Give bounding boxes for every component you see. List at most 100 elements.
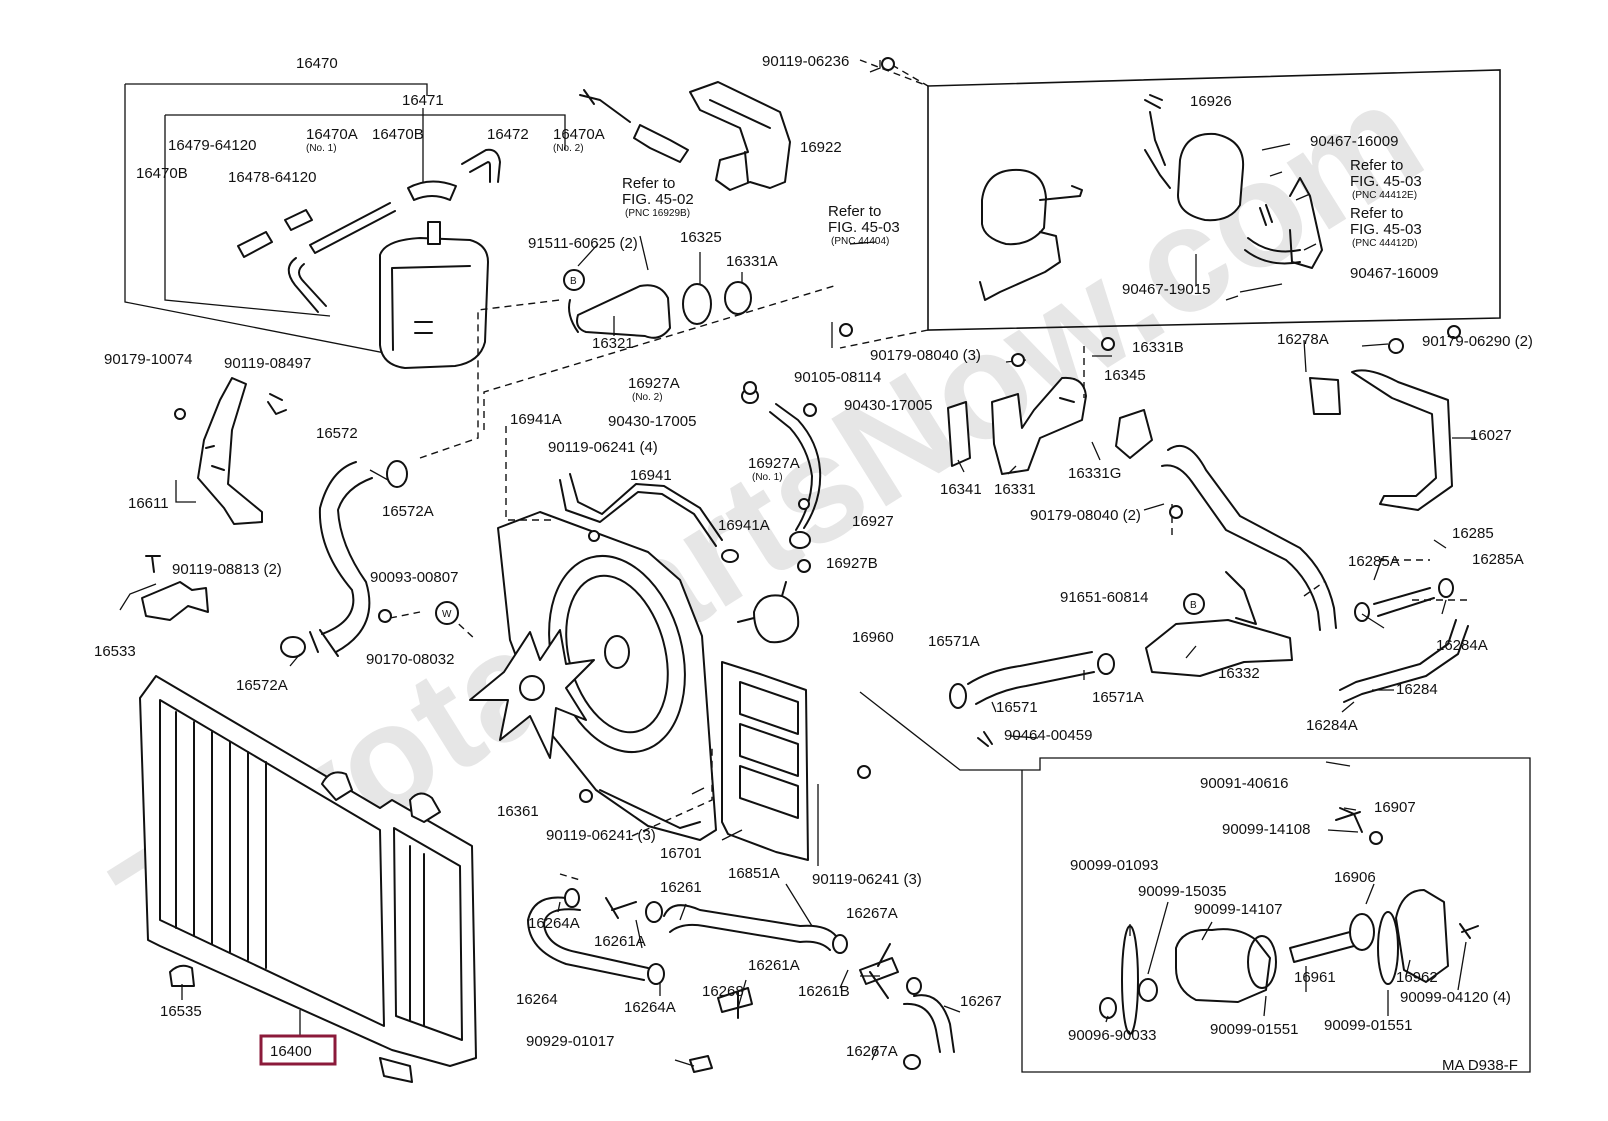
label-90099-01093: 90099-01093 bbox=[1070, 857, 1158, 874]
fan-motor-16960[interactable] bbox=[753, 594, 800, 644]
label-16922: 16922 bbox=[800, 139, 842, 156]
label-90099-14107: 90099-14107 bbox=[1194, 901, 1282, 918]
label-90119-06241-3b: 90119-06241 (3) bbox=[812, 871, 922, 888]
shaft-16961[interactable] bbox=[1289, 931, 1355, 963]
label-16267: 16267 bbox=[960, 993, 1002, 1010]
clip-90464[interactable] bbox=[977, 731, 993, 747]
label-16331b: 16331B bbox=[1132, 339, 1184, 356]
vacuum-switch[interactable] bbox=[633, 124, 689, 163]
bolt-90119-08813[interactable] bbox=[145, 555, 161, 573]
highlight-box-16400[interactable] bbox=[259, 1034, 337, 1066]
label-16261: 16261 bbox=[660, 879, 702, 896]
label-16571: 16571 bbox=[996, 699, 1038, 716]
label-90467-16009-a: 90467-16009 bbox=[1310, 133, 1398, 150]
label-90119-06236: 90119-06236 bbox=[762, 53, 849, 70]
cover-16962[interactable] bbox=[1395, 889, 1449, 983]
label-refer-3a: Refer to bbox=[1350, 205, 1403, 222]
hose-16267[interactable] bbox=[903, 994, 955, 1053]
radiator-16400 bbox=[139, 675, 477, 1083]
radiator-cap[interactable] bbox=[321, 771, 353, 801]
label-90093-00807: 90093-00807 bbox=[370, 569, 458, 586]
bracket-16533[interactable] bbox=[141, 581, 209, 621]
label-16571a-right: 16571A bbox=[1092, 689, 1144, 706]
label-16332: 16332 bbox=[1218, 665, 1260, 682]
clamp-16572a-bottom[interactable] bbox=[280, 636, 306, 658]
upper-hose-16572[interactable] bbox=[318, 461, 373, 653]
shroud-16851a[interactable] bbox=[721, 661, 809, 861]
label-16941: 16941 bbox=[630, 467, 672, 484]
hose-16285[interactable] bbox=[1373, 587, 1435, 617]
hose-16264[interactable] bbox=[527, 896, 649, 981]
label-16261a-right: 16261A bbox=[748, 957, 800, 974]
label-16261b: 16261B bbox=[798, 983, 850, 1000]
reservoir-tank[interactable] bbox=[379, 237, 489, 369]
label-90099-15035: 90099-15035 bbox=[1138, 883, 1226, 900]
filter-16926[interactable] bbox=[1177, 132, 1245, 222]
label-90119-08813: 90119-08813 (2) bbox=[172, 561, 282, 578]
label-refer-1c: (PNC 16929B) bbox=[625, 208, 690, 219]
label-16535: 16535 bbox=[160, 1003, 202, 1020]
drain-cock-16535[interactable] bbox=[169, 964, 195, 987]
bracket-16611-group bbox=[174, 377, 287, 525]
bracket-16922[interactable] bbox=[689, 81, 791, 191]
water-inlet-16321[interactable] bbox=[576, 284, 671, 339]
label-90119-08497: 90119-08497 bbox=[224, 355, 311, 372]
vsv-actuator[interactable] bbox=[981, 168, 1047, 246]
water-outlet-16332[interactable] bbox=[1145, 619, 1293, 677]
figure-code: MA D938-F bbox=[1442, 1057, 1518, 1074]
label-16267a-top: 16267A bbox=[846, 905, 898, 922]
reservoir-cap[interactable] bbox=[407, 180, 457, 201]
clamp-16572a-top[interactable] bbox=[386, 460, 408, 488]
clip-90929[interactable] bbox=[689, 1055, 713, 1073]
hose-16261[interactable] bbox=[663, 904, 837, 951]
label-91651-60814: 91651-60814 bbox=[1060, 589, 1148, 606]
label-16472: 16472 bbox=[487, 126, 529, 143]
label-90170-08032: 90170-08032 bbox=[366, 651, 454, 668]
egr-16331[interactable] bbox=[991, 376, 1087, 475]
label-16471: 16471 bbox=[402, 92, 444, 109]
hose-16941[interactable] bbox=[559, 473, 723, 547]
label-16962: 16962 bbox=[1396, 969, 1438, 986]
gasket-16341[interactable] bbox=[947, 401, 971, 467]
label-16400[interactable]: 16400 bbox=[270, 1043, 312, 1060]
label-16701: 16701 bbox=[660, 845, 702, 862]
label-16927a-2-note: (No. 2) bbox=[632, 392, 663, 403]
pulley-16906[interactable] bbox=[1349, 913, 1375, 951]
label-16470b-left: 16470B bbox=[136, 165, 188, 182]
label-90096-90033: 90096-90033 bbox=[1068, 1027, 1156, 1044]
label-90099-04120: 90099-04120 (4) bbox=[1400, 989, 1511, 1006]
pipe-16927[interactable] bbox=[769, 403, 822, 531]
label-refer-4a: Refer to bbox=[828, 203, 881, 220]
gasket-16325[interactable] bbox=[682, 283, 712, 325]
label-16611: 16611 bbox=[128, 495, 169, 512]
bolt-symbol-b bbox=[563, 269, 585, 291]
symbol-b2-label: B bbox=[1190, 600, 1197, 611]
water-pump-body[interactable] bbox=[1175, 928, 1271, 1003]
fasteners: W bbox=[378, 57, 1461, 803]
label-90467-16009-b: 90467-16009 bbox=[1350, 265, 1438, 282]
label-16331a: 16331A bbox=[726, 253, 778, 270]
label-16927b: 16927B bbox=[826, 555, 878, 572]
overflow-hose[interactable] bbox=[237, 231, 273, 258]
pipe-bracket-16027[interactable] bbox=[1351, 369, 1453, 511]
radiator-core[interactable] bbox=[139, 675, 477, 1067]
bolt-90119-08497[interactable] bbox=[267, 393, 287, 415]
bypass-pipe-16332[interactable] bbox=[1161, 445, 1337, 631]
joint-16261b[interactable] bbox=[859, 957, 899, 985]
hose-16571[interactable] bbox=[967, 651, 1095, 705]
upper-hose-group bbox=[280, 460, 408, 658]
thermostat-16331a[interactable] bbox=[724, 281, 752, 315]
label-16285a-right: 16285A bbox=[1472, 551, 1524, 568]
gasket-16345[interactable] bbox=[1115, 409, 1153, 459]
label-91511-60625: 91511-60625 (2) bbox=[528, 235, 638, 252]
label-16027: 16027 bbox=[1470, 427, 1512, 444]
hose-16284[interactable] bbox=[1339, 619, 1469, 703]
label-16264a-top: 16264A bbox=[528, 915, 580, 932]
label-16470a-2: 16470A bbox=[553, 126, 605, 143]
label-90119-06241-4: 90119-06241 (4) bbox=[548, 439, 658, 456]
label-90430-17005-b: 90430-17005 bbox=[844, 397, 932, 414]
label-16261a-left: 16261A bbox=[594, 933, 646, 950]
bracket-16611[interactable] bbox=[197, 377, 263, 525]
